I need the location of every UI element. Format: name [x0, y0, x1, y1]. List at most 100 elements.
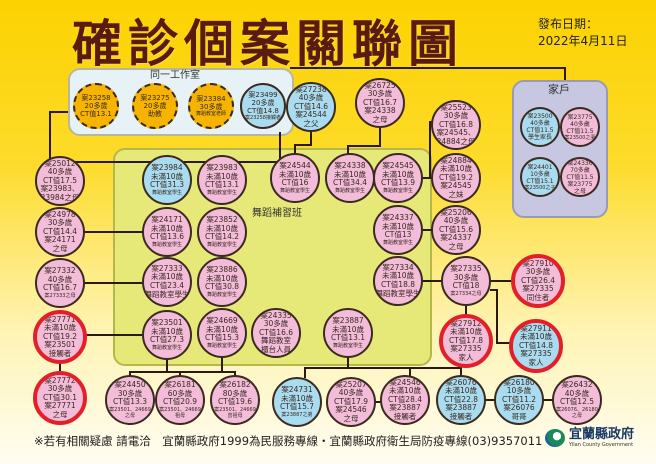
logo-name-en: Yilan County Government: [569, 442, 634, 448]
case-node-line: 未滿10歲: [150, 171, 184, 181]
case-node-line: 家人: [528, 357, 544, 367]
case-node-line: 10多歲: [530, 170, 550, 178]
case-node-line: 未滿10歲: [205, 324, 239, 334]
case-node-line: CT值11.5: [526, 127, 554, 134]
case-node-line: 案27771: [44, 314, 76, 324]
case-node-line: 案23775: [567, 113, 593, 121]
case-node-line: 之母: [573, 187, 586, 195]
case-node-line: CT值15.1: [526, 177, 554, 185]
case-node-line: 未滿10歲: [388, 386, 422, 396]
footer-hotline: ※若有相關疑慮 請電洽 宜蘭縣政府1999為民服務專線・宜蘭縣政府衛生局防疫專線…: [34, 434, 543, 448]
case-node-line: 20多歲: [84, 102, 108, 110]
case-node-line: 之母: [372, 114, 388, 124]
case-node-line: CT值16.7: [362, 97, 398, 107]
case-node-line: CT值15.6: [438, 224, 474, 234]
page-title: 確診個案關聯圖: [72, 15, 464, 73]
case-node-line: CT值15.3: [204, 333, 240, 343]
case-node-line: CT值34.4: [332, 178, 368, 188]
case-node-line: 案24337: [382, 213, 414, 223]
case-node-note: 舞蹈教室學生: [279, 187, 310, 194]
case-node-line: CT值11.5: [566, 127, 594, 135]
case-node-line: 案27772: [44, 375, 76, 385]
case-node-line: 未滿10歲: [519, 332, 553, 342]
case-node-line: 案27238: [295, 84, 327, 94]
case-node-line: 接觸者: [48, 348, 72, 358]
case-node-note: 案27333之母: [44, 292, 76, 299]
case-node-line: 60多歲: [167, 388, 193, 398]
case-node-line: CT值19.6: [217, 397, 253, 407]
case-node-line: 未滿10歲: [150, 326, 184, 336]
group-dance-label: 舞蹈補習班: [252, 208, 302, 219]
case-node-line: CT值16.6: [258, 327, 294, 337]
case-node-note: 舞蹈教室老師: [195, 111, 226, 117]
case-node-note: 舞蹈教室學生: [382, 239, 413, 246]
case-node-line: 案23983: [206, 163, 238, 173]
case-node-line: 80多歲: [222, 388, 248, 398]
publish-date: 發布日期： 2022年4月11日: [538, 16, 627, 50]
case-node-line: CT值16.7: [42, 283, 78, 293]
case-node-line: 40多歲: [570, 120, 590, 128]
case-node-line: 未滿10歲: [205, 273, 239, 283]
case-node-line: 案26182: [219, 380, 251, 390]
case-node-note: 案23500之子: [524, 184, 556, 191]
case-node-line: 案23887: [332, 316, 364, 326]
case-node-line: 30多歲: [453, 272, 479, 282]
case-node-line: 未滿10歲: [150, 223, 184, 233]
case-node-line: 未滿10歲: [150, 272, 184, 282]
case-node-line: CT值22.8: [443, 394, 479, 404]
case-node-line: 未滿10歲: [205, 171, 239, 181]
case-node-line: CT值26.4: [520, 275, 556, 285]
case-node-line: 案24546: [389, 377, 421, 387]
case-node-line: 同住者: [526, 292, 550, 302]
logo-name-cn: 宜蘭縣政府: [569, 427, 635, 442]
case-node-line: 案24338: [334, 161, 366, 171]
case-node-line: 案25012: [44, 158, 76, 168]
case-node-line: 案27335: [520, 349, 552, 359]
case-node-line: 20多歲: [251, 99, 275, 107]
case-node-line: 接觸者: [393, 411, 417, 421]
case-node-line: 40多歲: [443, 216, 469, 226]
case-node-line: 之母: [52, 409, 68, 419]
case-node-line: 家人: [458, 352, 474, 362]
case-node-note: 案23501、24669曾祖母: [214, 406, 256, 419]
case-node-line: 案24450: [114, 380, 146, 390]
case-node-line: CT值13.1: [80, 110, 112, 118]
case-node-line: 案23775: [567, 180, 593, 188]
case-node-line: 案24338: [364, 106, 396, 116]
case-node-line: 未滿10歲: [278, 169, 312, 179]
case-node-line: CT值14.6: [293, 101, 329, 111]
case-node-line: 之母: [52, 243, 68, 253]
case-node-line: CT值16.8: [438, 119, 474, 129]
case-node-line: 30多歲: [199, 103, 223, 111]
case-node-line: CT值15.7: [279, 402, 315, 412]
case-node-line: CT值17.5: [42, 175, 78, 185]
case-node-line: 之母: [343, 413, 359, 423]
connector: [294, 130, 312, 155]
connector: [129, 371, 236, 376]
case-node-line: 舞蹈教室: [261, 336, 291, 346]
case-node-line: 案23500: [527, 113, 553, 120]
case-node-note: 案27334之母: [450, 290, 482, 297]
publish-date-value: 2022年4月11日: [538, 34, 628, 48]
case-node-line: 案23499: [248, 91, 278, 99]
